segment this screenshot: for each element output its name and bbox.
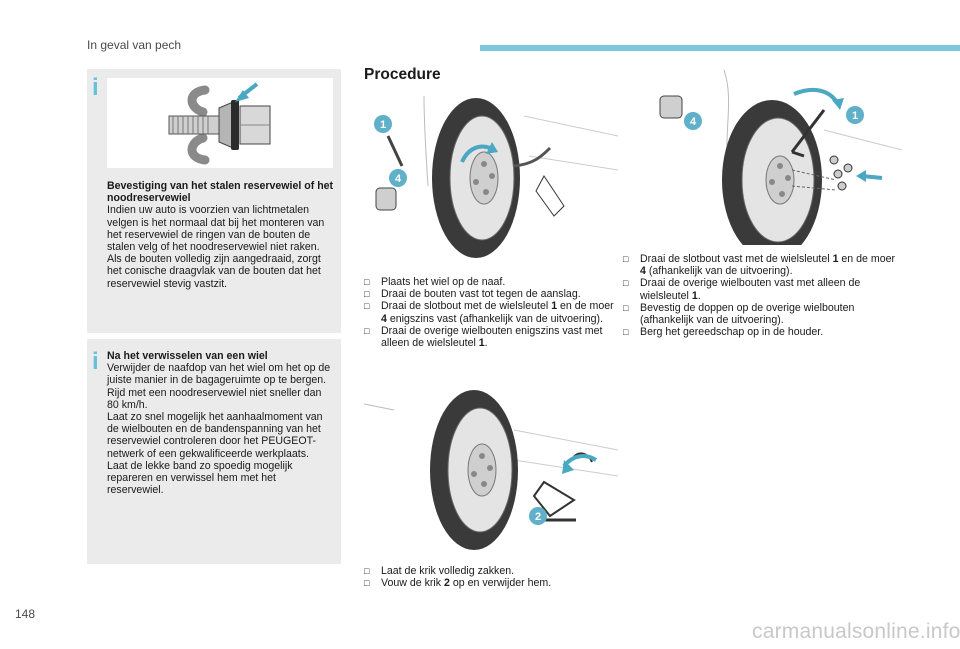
step-item: □Plaats het wiel op de naaf. <box>364 276 506 288</box>
procedure-heading: Procedure <box>364 66 441 83</box>
info-line: Laat de lekke band zo spoedig mogelijk r… <box>107 459 293 497</box>
info-line: Laat zo snel mogelijk het aanhaalmoment … <box>107 411 323 460</box>
info-title-bolts: Bevestiging van het stalen reservewiel o… <box>107 180 334 205</box>
badge-1: 1 <box>380 119 386 131</box>
illustration-mount-wheel: 1 4 <box>364 95 619 266</box>
wheel-bolt-illustration <box>107 78 333 168</box>
info-line: Rijd met een noodreservewiel niet snelle… <box>107 386 322 411</box>
badge-1: 1 <box>852 110 858 122</box>
procedure-steps-3: □Laat de krik volledig zakken. □Vouw de … <box>364 565 619 589</box>
page-number: 148 <box>15 607 36 621</box>
procedure-steps-2: □Draai de slotbout vast met de wielsleut… <box>623 253 898 338</box>
step-item: □Bevestig de doppen op de overige wielbo… <box>623 301 855 327</box>
step-item: □Draai de slotbout vast met de wielsleut… <box>623 253 896 278</box>
badge-4: 4 <box>690 116 697 128</box>
header-accent-bar <box>480 45 960 51</box>
step-item: □Draai de bouten vast tot tegen de aansl… <box>364 288 581 301</box>
watermark: carmanualsonline.info <box>752 620 960 643</box>
illustration-tighten-bolts: 1 4 <box>624 69 903 260</box>
step-item: □Draai de slotbout met de wielsleutel 1 … <box>364 300 614 325</box>
illustration-lower-jack: 2 <box>363 390 619 560</box>
badge-2: 2 <box>535 511 541 523</box>
step-item: □Berg het gereedschap op in de houder. <box>623 326 824 339</box>
info-text-after-change: Na het verwisselen van een wiel Verwijde… <box>107 350 335 496</box>
step-item: □Vouw de krik 2 op en verwijder hem. <box>364 577 552 590</box>
info-icon: i <box>92 348 99 375</box>
info-icon: i <box>92 74 99 101</box>
info-title-after-change: Na het verwisselen van een wiel <box>107 350 268 362</box>
procedure-steps-1: □Plaats het wiel op de naaf. □Draai de b… <box>364 276 619 349</box>
badge-4: 4 <box>395 173 402 185</box>
info-box-after-change <box>87 339 341 564</box>
info-text-bolts: Bevestiging van het stalen reservewiel o… <box>107 180 335 290</box>
info-line: Verwijder de naafdop van het wiel om het… <box>107 362 331 387</box>
step-item: □Laat de krik volledig zakken. <box>364 565 515 577</box>
section-title: In geval van pech <box>87 38 182 52</box>
info-body-bolts: Indien uw auto is voorzien van lichtmeta… <box>107 204 325 290</box>
step-item: □Draai de overige wielbouten vast met al… <box>623 277 861 302</box>
step-item: □Draai de overige wielbouten enigszins v… <box>364 324 603 350</box>
